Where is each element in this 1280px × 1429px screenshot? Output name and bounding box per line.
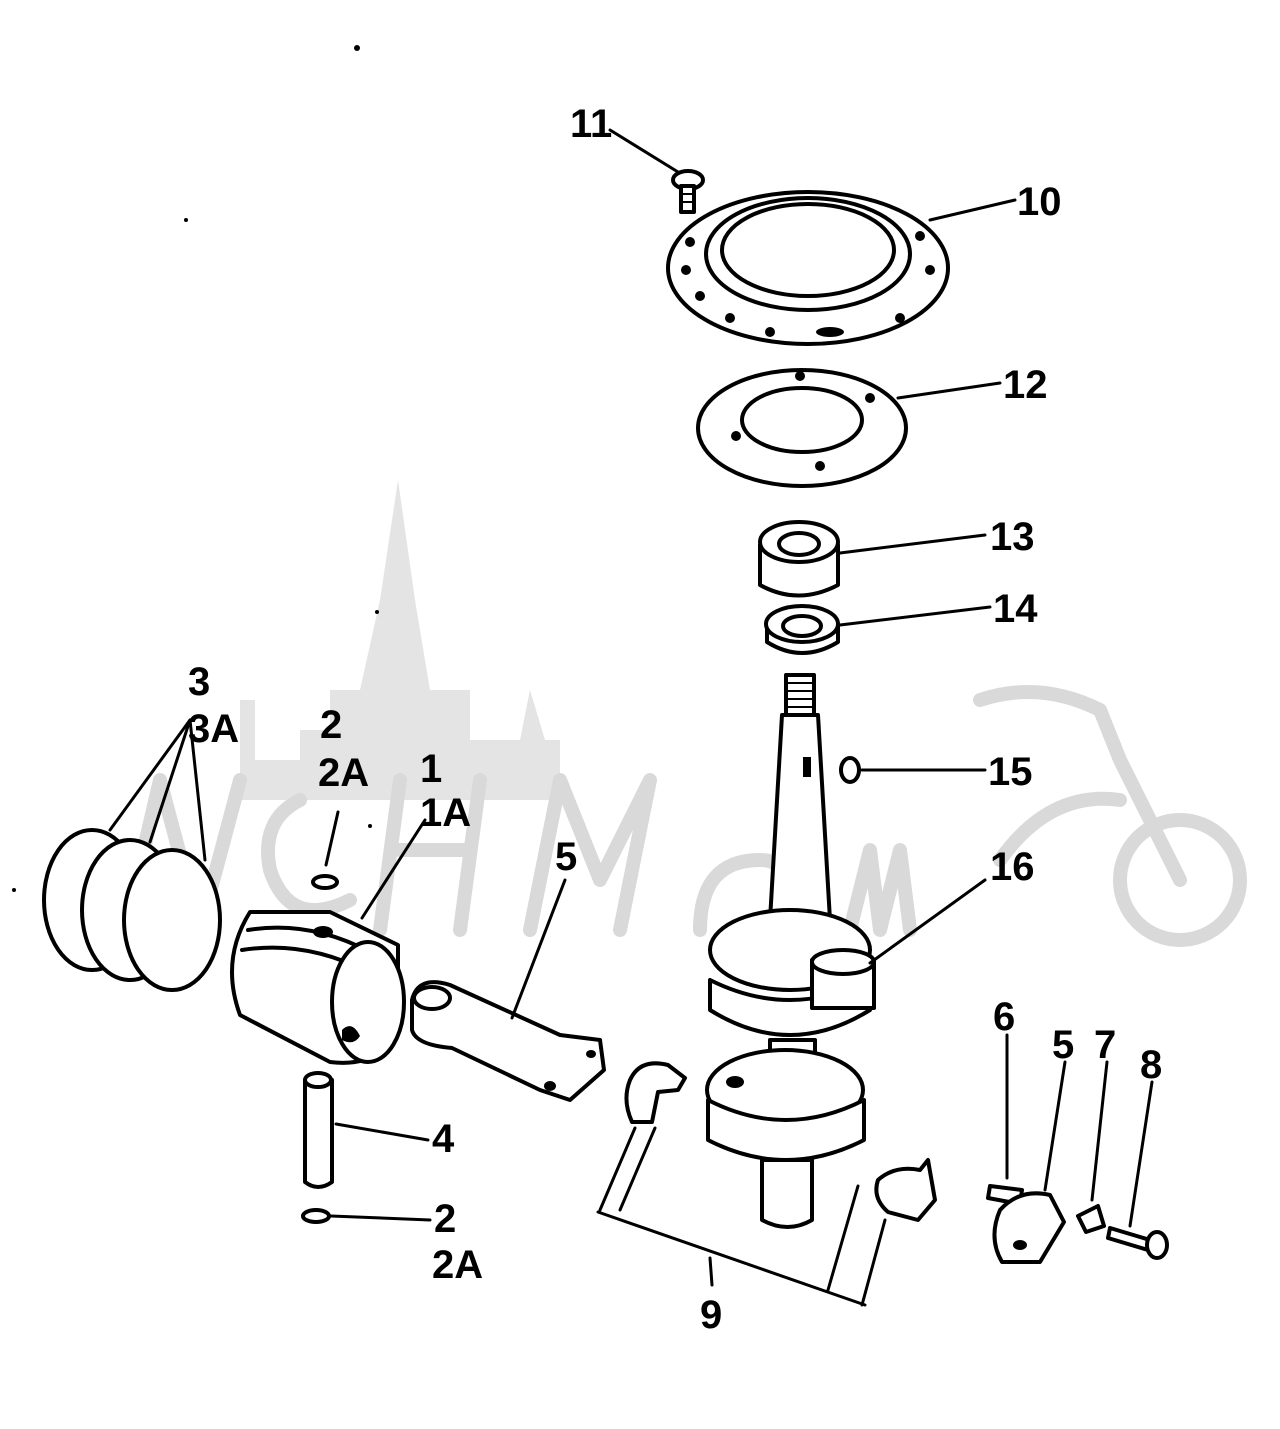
part-16-crankshaft [705, 673, 987, 1229]
label-2a-upper: 2A [318, 751, 369, 795]
part-14-bearing [764, 604, 992, 655]
part-10-cover-plate [666, 190, 1017, 346]
part-2-clip-upper [311, 810, 340, 890]
label-16: 16 [990, 845, 1035, 889]
label-2a-lower: 2A [432, 1243, 483, 1287]
label-1: 1 [420, 747, 442, 791]
part-7-lock-washer [1076, 1060, 1109, 1234]
label-7: 7 [1094, 1023, 1116, 1067]
label-6: 6 [993, 995, 1015, 1039]
label-2-lower: 2 [434, 1197, 456, 1241]
part-12-seal-plate [696, 368, 1002, 488]
part-2-clip-lower [301, 1208, 432, 1224]
part-9-bearing-set [596, 1061, 937, 1307]
part-8-screw [1106, 1080, 1169, 1260]
part-4-wrist-pin [303, 1071, 430, 1189]
callout-labels: 11 10 12 13 14 15 16 3 3A 2 2A 1 1A 5 4 … [188, 102, 1162, 1337]
part-6-dowel [986, 1033, 1024, 1206]
label-12: 12 [1003, 363, 1048, 407]
part-5-rod-cap [992, 1060, 1067, 1264]
label-9: 9 [700, 1293, 722, 1337]
label-13: 13 [990, 515, 1035, 559]
part-5-connecting-rod [410, 878, 606, 1102]
label-8: 8 [1140, 1043, 1162, 1087]
label-1a: 1A [420, 791, 471, 835]
label-15: 15 [988, 750, 1033, 794]
label-3: 3 [188, 660, 210, 704]
part-15-key [839, 756, 987, 784]
label-10: 10 [1017, 180, 1062, 224]
part-3-piston-rings [42, 718, 222, 992]
part-1-piston [230, 818, 427, 1065]
label-3a: 3A [188, 707, 239, 751]
label-11: 11 [570, 102, 612, 146]
part-13-bushing [758, 520, 987, 598]
label-5-rod: 5 [555, 835, 577, 879]
label-5-cap: 5 [1052, 1023, 1074, 1067]
label-14: 14 [993, 587, 1038, 631]
part-11-screw [608, 128, 705, 214]
label-2-upper: 2 [320, 703, 342, 747]
label-4: 4 [432, 1117, 455, 1161]
watermark-logo [118, 480, 1247, 947]
